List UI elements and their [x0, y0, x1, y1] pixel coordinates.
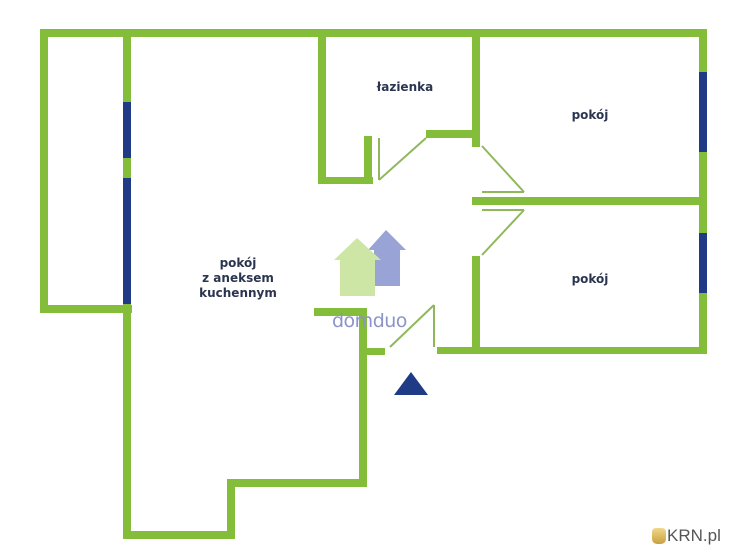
label-line: pokój: [219, 256, 257, 270]
room-label-bathroom: łazienka: [376, 80, 434, 94]
window: [123, 178, 131, 304]
entrance-arrow-icon: [394, 372, 428, 395]
wall: [426, 130, 480, 138]
krn-bag-icon: [652, 528, 666, 544]
wall: [314, 308, 367, 316]
label-line: z aneksem: [202, 271, 274, 285]
wall: [123, 531, 235, 539]
wall: [364, 136, 372, 184]
wall: [359, 348, 385, 355]
room-door: [481, 209, 525, 256]
krn-watermark: KRN.pl: [652, 526, 721, 546]
wall: [227, 479, 235, 539]
wall: [40, 29, 48, 313]
logo-house-front-icon: [334, 238, 381, 296]
entrance-door: [389, 304, 435, 348]
wall: [40, 305, 132, 313]
wall: [359, 308, 367, 487]
wall: [227, 479, 367, 487]
krn-text: KRN.pl: [667, 526, 721, 545]
label-line: kuchennym: [199, 286, 277, 300]
wall: [40, 29, 707, 37]
domduo-logo: domduo: [332, 310, 407, 332]
room-door: [481, 145, 525, 193]
window: [123, 102, 131, 158]
room-label-top-right: pokój: [571, 108, 609, 122]
window: [699, 233, 707, 293]
window: [699, 72, 707, 152]
wall: [318, 29, 326, 184]
wall: [472, 197, 707, 205]
logo-house-back-icon: [368, 230, 406, 286]
wall: [472, 29, 480, 147]
room-label-living-kitchen: pokój z aneksem kuchennym: [178, 256, 298, 301]
room-label-bottom-right: pokój: [571, 272, 609, 286]
bathroom-door: [378, 137, 427, 181]
wall: [437, 347, 707, 354]
wall: [472, 256, 480, 354]
wall: [318, 177, 373, 184]
wall: [699, 29, 707, 354]
